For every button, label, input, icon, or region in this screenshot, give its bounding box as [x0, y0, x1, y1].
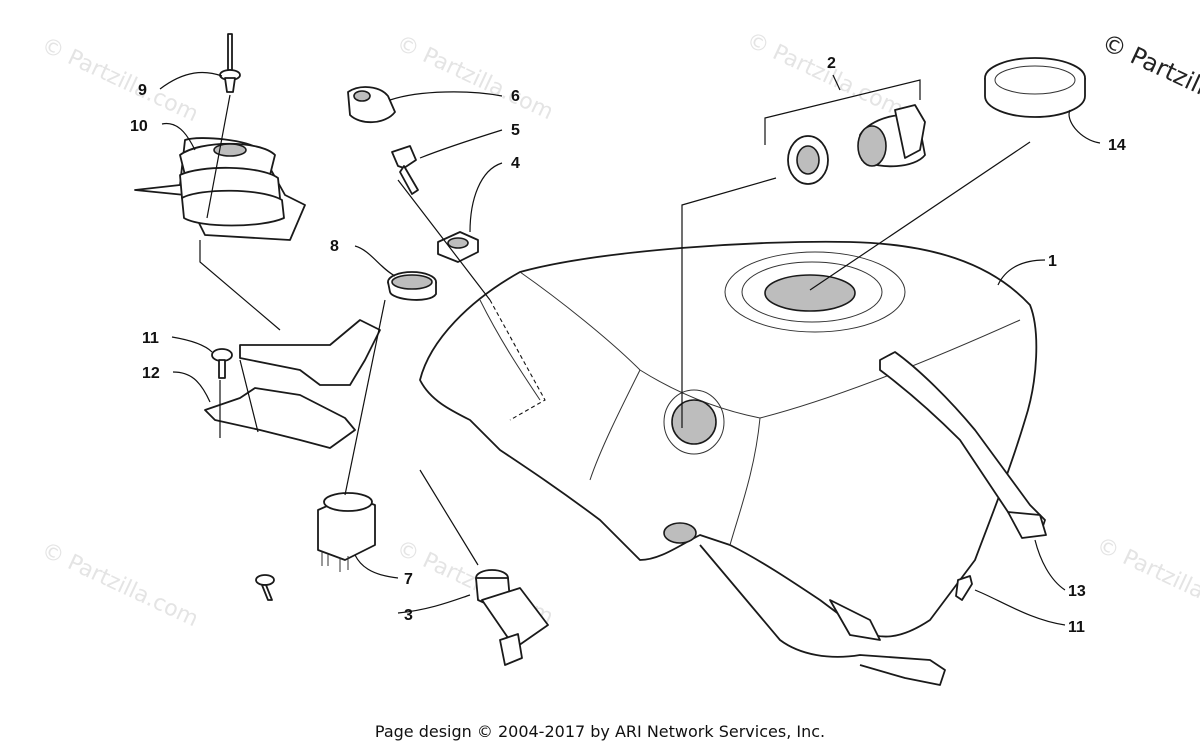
callout-label: 1 [1048, 253, 1057, 270]
callout-label: 8 [330, 238, 339, 255]
ignition-key [391, 145, 419, 195]
screw [255, 574, 973, 601]
callout-label: 5 [511, 122, 520, 139]
callout-label: 7 [404, 571, 413, 588]
callout-label: 9 [138, 82, 147, 99]
callout-label: 11 [142, 330, 159, 347]
callout-label: 2 [827, 55, 836, 72]
lock-ring [984, 57, 1086, 118]
watermark: © Partzilla.com [37, 538, 201, 632]
watermark: © Partzilla.com [392, 31, 556, 125]
callout-label: 11 [1068, 619, 1085, 636]
callout-label: 14 [1108, 137, 1126, 154]
fuel-cap-assembly [787, 104, 926, 185]
callout-label: 6 [511, 88, 520, 105]
callout-label: 12 [142, 365, 160, 382]
watermark: © Partzilla.com [1092, 533, 1200, 627]
ignition-switch [317, 492, 376, 572]
fuel-tank [419, 240, 1038, 686]
tank-strap [879, 351, 1047, 539]
screw [211, 348, 233, 379]
watermark-corner: © Partzilla [1097, 28, 1200, 107]
callout-label: 10 [130, 118, 148, 135]
pressure-sensor [475, 569, 549, 666]
leader-lines [159, 71, 1101, 626]
lock-nut [437, 231, 479, 263]
ignition-cover [347, 86, 396, 124]
callout-label: 3 [404, 607, 413, 624]
watermark: © Partzilla.com [37, 33, 201, 127]
callout-label: 13 [1068, 583, 1086, 600]
cap [387, 271, 437, 301]
callout-label: 4 [511, 155, 520, 172]
shift-boot [134, 137, 306, 241]
page-footer: Page design © 2004-2017 by ARI Network S… [374, 722, 826, 741]
mounting-bracket [204, 319, 381, 449]
rivet [219, 33, 241, 93]
watermark: © Partzilla.com [742, 28, 906, 122]
callout-labels: 1 2 3 4 5 6 7 8 9 10 11 11 12 13 14 [130, 55, 1126, 636]
